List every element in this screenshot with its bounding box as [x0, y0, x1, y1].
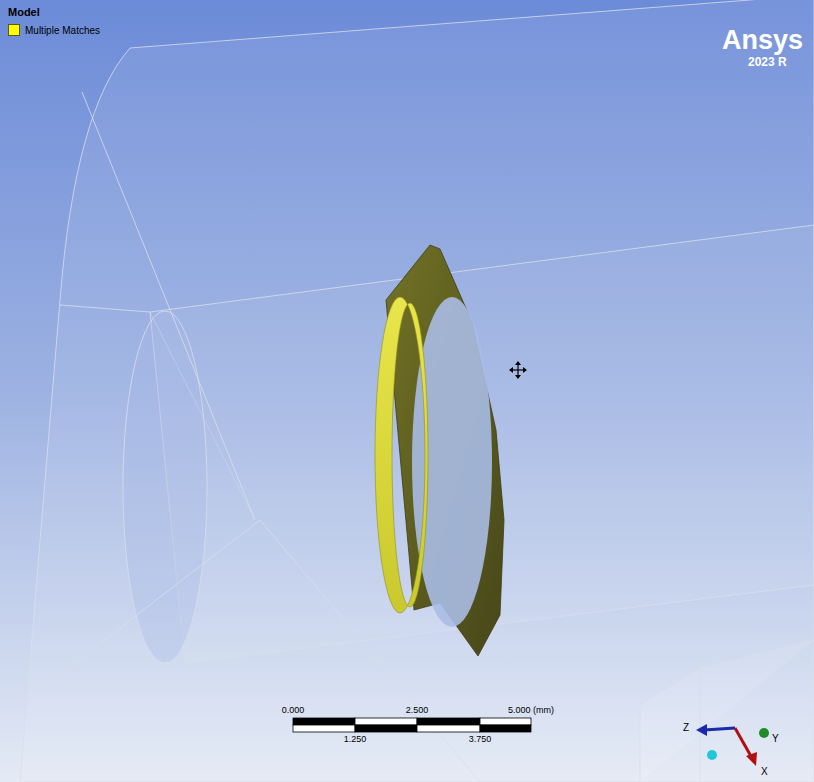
scale-value: 2.500 [406, 706, 429, 716]
watermark: 2023 R [748, 56, 787, 69]
scale-bar [293, 718, 531, 732]
axis-triad [696, 724, 769, 766]
selected-nut [375, 245, 504, 656]
scale-value: 5.000 (mm) [508, 706, 554, 716]
scale-value: 0.000 [282, 706, 305, 716]
scale-value: 1.250 [344, 735, 367, 745]
legend-text: Multiple Matches [25, 25, 100, 36]
scale-value: 3.750 [469, 735, 492, 745]
move-cursor [509, 361, 527, 379]
axis-label: Z [683, 722, 689, 733]
view-title: Model [8, 6, 40, 18]
transparent-body [20, 0, 814, 782]
watermark: Ansys [722, 26, 803, 56]
legend-swatch [8, 24, 20, 36]
axis-label: X [761, 766, 768, 777]
legend-entry: Multiple Matches [8, 24, 100, 36]
axis-label: Y [772, 733, 779, 744]
